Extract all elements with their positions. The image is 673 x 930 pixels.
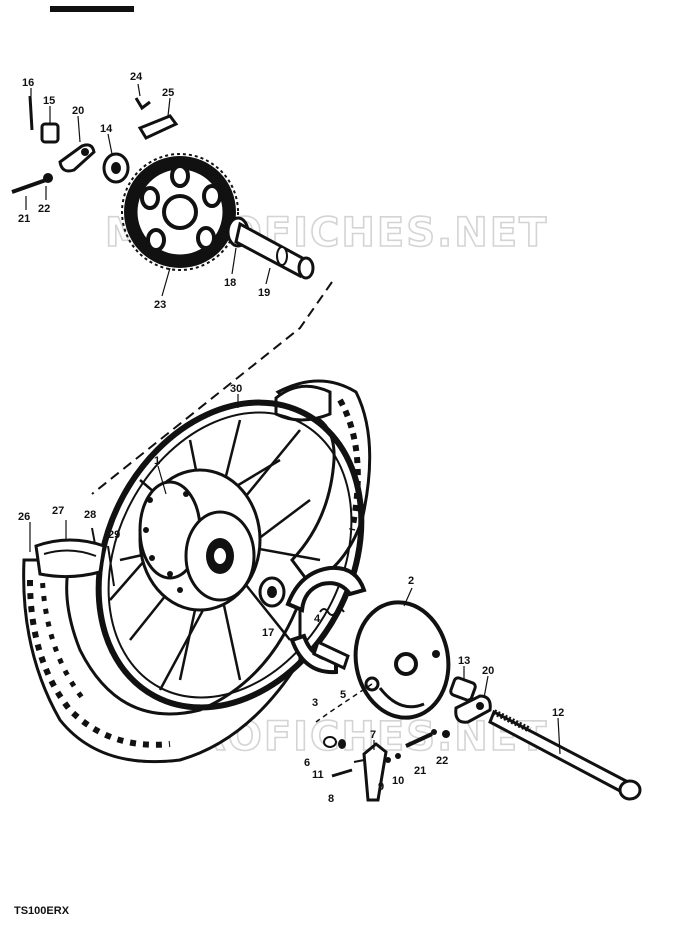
callout-10: 10 [392, 775, 404, 787]
callout-21-right: 21 [414, 765, 426, 777]
adjuster-bolt-21 [405, 729, 437, 748]
callout-28: 28 [84, 509, 96, 521]
callout-23: 23 [154, 299, 166, 311]
tire-upper-tread [275, 379, 372, 586]
callout-22-right: 22 [436, 755, 448, 767]
rear-axle-12 [488, 709, 642, 801]
lever-washer-10 [395, 753, 401, 759]
callout-9: 9 [378, 781, 384, 793]
callout-17: 17 [262, 627, 274, 639]
rear-sprocket [121, 153, 239, 271]
callout-30: 30 [230, 383, 242, 395]
callout-20-top: 20 [72, 105, 84, 117]
callout-26: 26 [18, 511, 30, 523]
lever-spring-11 [353, 759, 365, 763]
sprocket-bolt-left [11, 173, 53, 194]
chain-adjuster-20 [58, 143, 96, 173]
callout-7: 7 [370, 729, 376, 741]
callout-11: 11 [312, 769, 324, 781]
leader-lines [25, 83, 561, 755]
inner-tube-27 [34, 538, 106, 579]
callout-18: 18 [224, 277, 236, 289]
callout-5: 5 [340, 689, 346, 701]
callout-16: 16 [22, 77, 34, 89]
callout-2: 2 [408, 575, 414, 587]
sprocket-stud-16 [28, 95, 34, 131]
callout-29: 29 [108, 529, 120, 541]
callout-1: 1 [154, 455, 160, 467]
callout-15: 15 [43, 95, 55, 107]
lock-plate-25 [137, 114, 179, 140]
callout-22-top: 22 [38, 203, 50, 215]
cam-washer-6 [323, 736, 346, 749]
callout-3: 3 [312, 697, 318, 709]
adjuster-nut-22 [442, 730, 450, 738]
brake-panel-2 [353, 600, 451, 720]
hub-bearing-17 [258, 576, 286, 608]
model-code-label: TS100ERX [14, 905, 70, 917]
wheel-hub [138, 468, 262, 612]
callout-20-right: 20 [482, 665, 494, 677]
rim-band-30 [274, 384, 332, 422]
brake-spring-4 [319, 608, 345, 616]
sprocket-nut-15 [40, 122, 60, 144]
callout-4: 4 [314, 613, 321, 625]
lever-nut-9 [385, 757, 391, 763]
lever-bolt-8 [331, 768, 353, 778]
callout-13: 13 [458, 655, 470, 667]
sprocket-shaft-19 [234, 221, 315, 280]
brake-cam-5 [312, 639, 350, 671]
callout-19: 19 [258, 287, 270, 299]
callout-21-top: 21 [18, 213, 30, 225]
callout-27: 27 [52, 505, 64, 517]
callout-25: 25 [162, 87, 174, 99]
sprocket-spacer-14 [102, 152, 130, 184]
callout-24: 24 [130, 71, 143, 83]
callout-12: 12 [552, 707, 564, 719]
axle-spacer-13 [449, 676, 477, 702]
rim-band-29 [107, 545, 115, 587]
callout-8: 8 [328, 793, 334, 805]
scan-artifact-bar [50, 6, 134, 12]
callout-6: 6 [304, 757, 310, 769]
lock-washer-24 [134, 97, 151, 111]
callout-14: 14 [100, 123, 113, 135]
leader-dashed-shaft [91, 281, 333, 495]
